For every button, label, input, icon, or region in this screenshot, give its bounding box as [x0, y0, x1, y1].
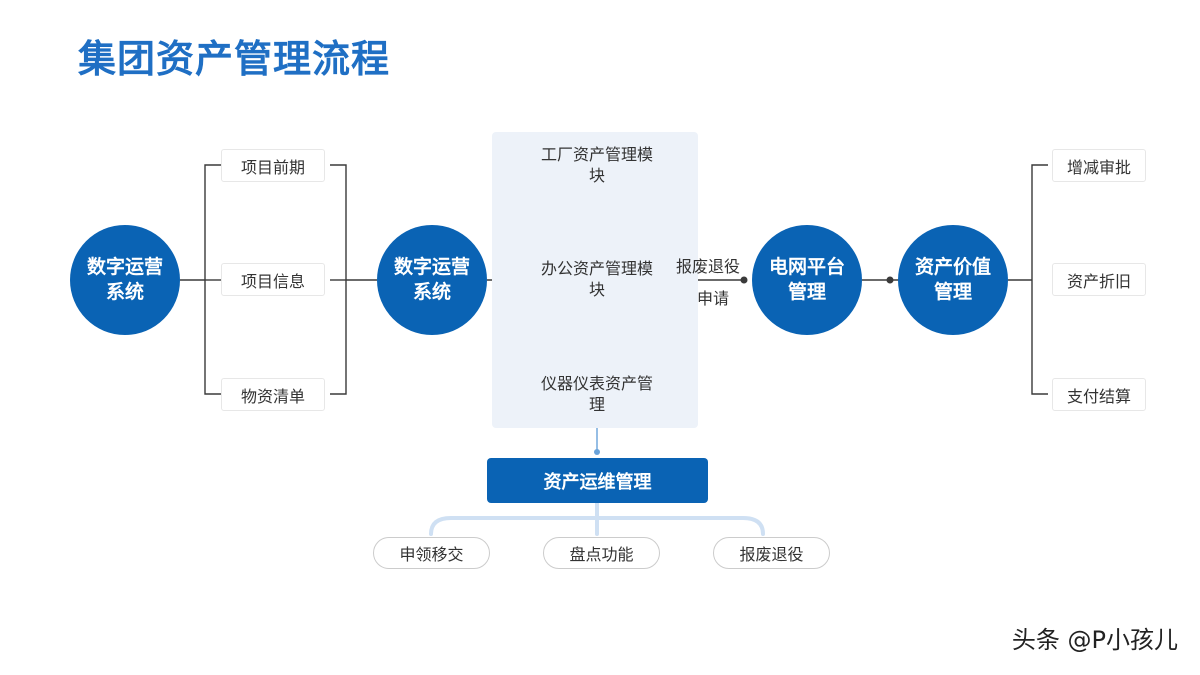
node-payment-settlement: 支付结算 [1052, 378, 1146, 411]
pill-requisition-transfer: 申领移交 [373, 537, 490, 569]
flow-label-scrap: 报废退役 [676, 257, 741, 276]
node-increase-decrease-approval: 增减审批 [1052, 149, 1146, 182]
soft-connector [429, 516, 765, 536]
node-project-early: 项目前期 [221, 149, 325, 182]
panel-item-office-asset: 办公资产管理模块 [540, 259, 653, 299]
circle-digital-ops-mid: 数字运营系统 [377, 225, 487, 335]
pill-scrap-retire: 报废退役 [713, 537, 830, 569]
page-title: 集团资产管理流程 [78, 37, 391, 81]
node-asset-depreciation: 资产折旧 [1052, 263, 1146, 296]
ops-management-bar: 资产运维管理 [487, 458, 708, 503]
panel-item-factory-asset: 工厂资产管理模块 [540, 145, 653, 185]
pill-inventory-check: 盘点功能 [543, 537, 660, 569]
flow-label-apply: 申请 [697, 289, 730, 308]
circle-asset-value: 资产价值管理 [898, 225, 1008, 335]
panel-item-instrument-asset: 仪器仪表资产管理 [540, 374, 653, 414]
circle-digital-ops-left: 数字运营系统 [70, 225, 180, 335]
circle-grid-platform: 电网平台管理 [752, 225, 862, 335]
watermark: 头条 @P小孩儿 [1011, 626, 1178, 654]
connector-dot [886, 276, 894, 284]
node-material-list: 物资清单 [221, 378, 325, 411]
connector-dot [594, 449, 600, 455]
module-panel [492, 132, 698, 428]
connector-dot [740, 276, 748, 284]
bracket-right-open [1031, 164, 1048, 395]
node-project-info: 项目信息 [221, 263, 325, 296]
